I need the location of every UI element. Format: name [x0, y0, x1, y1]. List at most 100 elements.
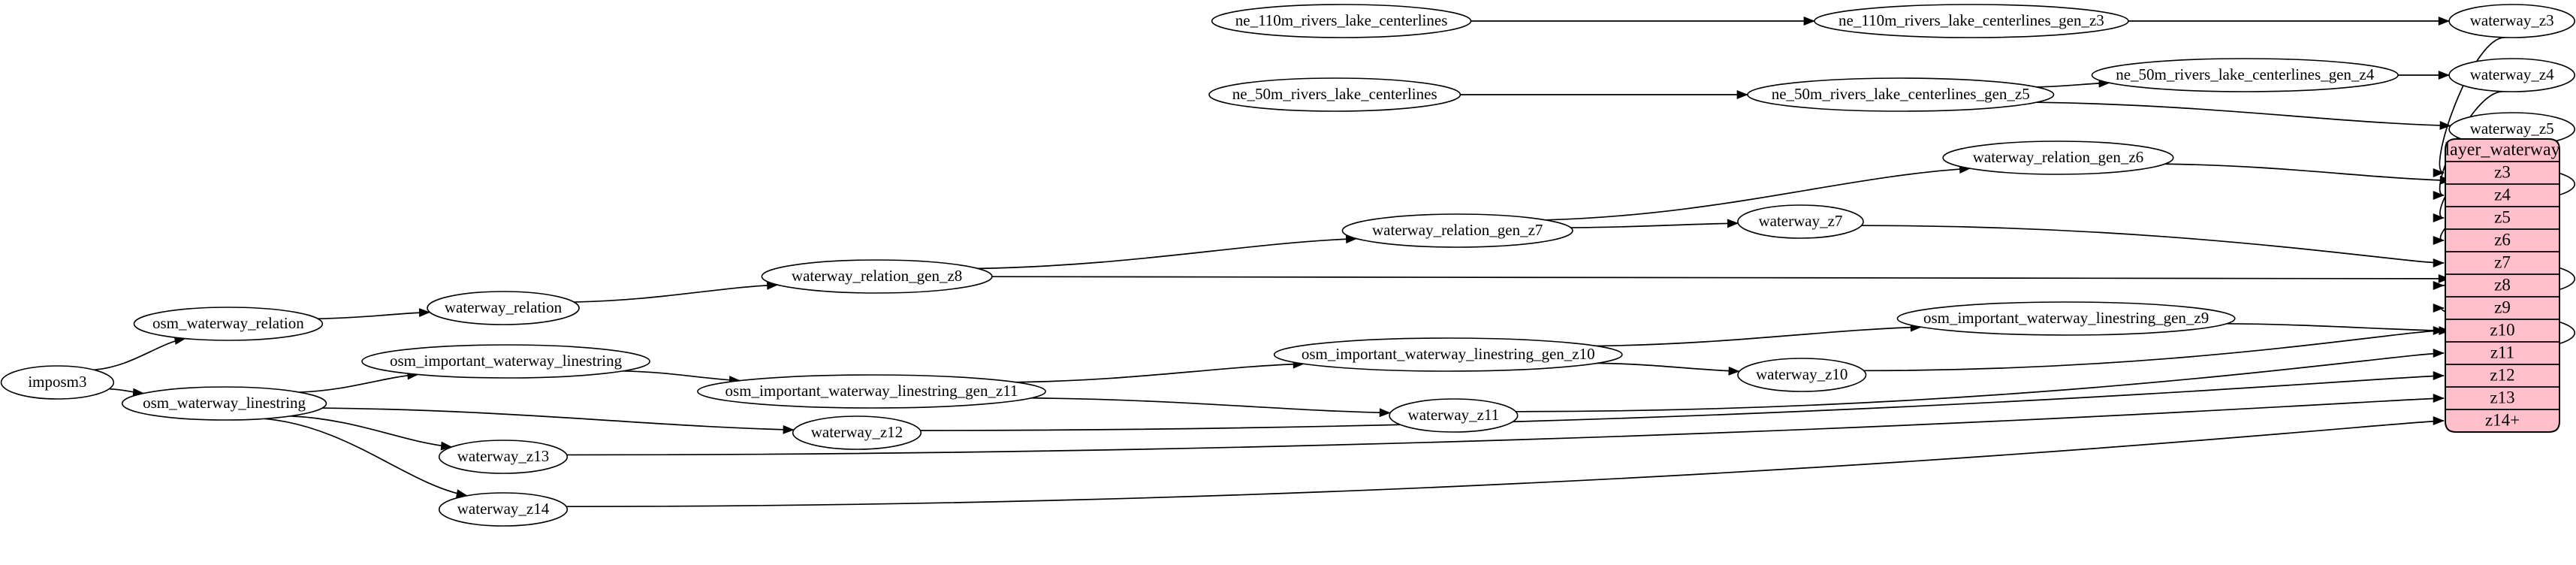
node-ellipse — [1814, 4, 2129, 38]
edge-arrowhead — [1736, 90, 1748, 99]
node-ellipse — [1341, 213, 1573, 248]
node-waterway_z11[interactable]: waterway_z11 — [1389, 398, 1519, 433]
edge-waterway_relation_gen_z8-to-waterway_relation_gen_z7 — [977, 237, 1357, 270]
node-ne_50m_rivers_lake_centerlines[interactable]: ne_50m_rivers_lake_centerlines — [1208, 77, 1461, 112]
node-ellipse — [1211, 4, 1472, 38]
node-label: waterway_z4 — [2470, 65, 2554, 83]
edge-waterway_relation_gen_z7-to-waterway_relation_gen_z6 — [1545, 168, 1971, 221]
node-label: waterway_z7 — [1758, 212, 1842, 230]
node-label: osm_important_waterway_linestring_gen_z9 — [1923, 309, 2209, 327]
node-waterway_z7[interactable]: waterway_z7 — [1737, 204, 1864, 239]
node-waterway_relation[interactable]: waterway_relation — [427, 291, 580, 325]
edge-osm_important_waterway_linestring_gen_z10-to-osm_important_waterway_linestring_gen_z9 — [1596, 326, 1922, 347]
node-label: ne_50m_rivers_lake_centerlines_gen_z4 — [2116, 65, 2375, 83]
node-label: waterway_relation_gen_z8 — [792, 267, 962, 285]
node-imposm3[interactable]: imposm3 — [0, 365, 115, 400]
table-row-z6[interactable]: z6 — [2494, 230, 2511, 249]
node-ne_110m_rivers_lake_centerlines[interactable]: ne_110m_rivers_lake_centerlines — [1211, 4, 1472, 38]
node-ellipse — [1942, 140, 2174, 175]
edge-osm_important_waterway_linestring_gen_z11-to-waterway_z11 — [1030, 397, 1391, 414]
table-row-z14+[interactable]: z14+ — [2485, 410, 2520, 429]
node-waterway_relation_gen_z6[interactable]: waterway_relation_gen_z6 — [1942, 140, 2174, 175]
table-row-z12[interactable]: z12 — [2490, 365, 2514, 384]
node-label: ne_50m_rivers_lake_centerlines_gen_z5 — [1772, 85, 2030, 103]
layer-waterway-table: layer_waterway z3 z4 z5 z6 z7 z8 z9 z10 z11 z12 z13… — [2445, 138, 2560, 433]
node-ellipse — [133, 307, 324, 341]
edge-arrowhead — [783, 425, 795, 434]
edge-arrowhead — [2433, 349, 2445, 358]
edge-arrowhead — [2438, 71, 2450, 80]
edge-arrowhead — [2433, 258, 2445, 267]
node-ellipse — [438, 492, 569, 527]
node-ellipse — [121, 386, 327, 421]
node-osm_waterway_linestring[interactable]: osm_waterway_linestring — [121, 386, 327, 421]
table-row-z4[interactable]: z4 — [2494, 185, 2511, 204]
table-row-z7[interactable]: z7 — [2494, 252, 2511, 271]
node-ellipse — [2448, 58, 2576, 92]
edge-arrowhead — [2433, 371, 2445, 380]
table-row-z9[interactable]: z9 — [2494, 298, 2511, 316]
edge-waterway_relation_gen_z7-to-waterway_z7 — [1570, 222, 1739, 228]
edge-arrowhead — [2433, 416, 2445, 425]
edge-waterway_z13-to-table_z13 — [566, 397, 2445, 456]
node-ellipse — [1747, 77, 2055, 112]
edge-arrowhead — [2433, 236, 2445, 245]
edge-waterway_z11-to-table_z11 — [1516, 352, 2445, 412]
edge-ne_50m_rivers_lake_centerlines_gen_z5-to-ne_50m_rivers_lake_centerlines_gen_z4 — [2036, 82, 2110, 88]
node-ne_50m_rivers_lake_centerlines_gen_z5[interactable]: ne_50m_rivers_lake_centerlines_gen_z5 — [1747, 77, 2055, 112]
node-waterway_z10[interactable]: waterway_z10 — [1737, 358, 1867, 392]
table-row-z8[interactable]: z8 — [2494, 275, 2511, 294]
node-label: osm_important_waterway_linestring — [390, 352, 623, 370]
node-ne_50m_rivers_lake_centerlines_gen_z4[interactable]: ne_50m_rivers_lake_centerlines_gen_z4 — [2091, 58, 2399, 92]
table-title: layer_waterway — [2445, 140, 2559, 160]
node-osm_important_waterway_linestring_gen_z9[interactable]: osm_important_waterway_linestring_gen_z9 — [1896, 301, 2236, 336]
edge-osm_important_waterway_linestring_gen_z9-to-waterway_z9 — [2226, 322, 2450, 332]
node-waterway_z4[interactable]: waterway_z4 — [2448, 58, 2576, 92]
node-ellipse — [697, 374, 1046, 409]
node-osm_important_waterway_linestring[interactable]: osm_important_waterway_linestring — [361, 344, 650, 379]
node-label: waterway_z10 — [1756, 365, 1848, 383]
edge-waterway_relation_gen_z8-to-waterway_z8 — [991, 276, 2450, 279]
edge-waterway_relation-to-waterway_relation_gen_z8 — [574, 284, 778, 303]
table-row-z10[interactable]: z10 — [2490, 320, 2514, 339]
node-label: waterway_z3 — [2470, 11, 2554, 29]
node-ellipse — [1896, 301, 2236, 336]
node-label: osm_important_waterway_linestring_gen_z1… — [725, 382, 1018, 400]
node-osm_important_waterway_linestring_gen_z10[interactable]: osm_important_waterway_linestring_gen_z1… — [1273, 337, 1623, 372]
node-waterway_relation_gen_z8[interactable]: waterway_relation_gen_z8 — [761, 259, 993, 294]
edge-imposm3-to-osm_waterway_relation — [94, 337, 186, 371]
node-ellipse — [427, 291, 580, 325]
table-row-z5[interactable]: z5 — [2494, 207, 2511, 226]
node-ellipse — [761, 259, 993, 294]
node-osm_important_waterway_linestring_gen_z11[interactable]: osm_important_waterway_linestring_gen_z1… — [697, 374, 1046, 409]
edge-arrowhead — [2433, 213, 2445, 222]
node-ellipse — [1737, 358, 1867, 392]
edge-arrowhead — [2438, 273, 2450, 283]
edges-layer — [94, 17, 2505, 508]
node-ellipse — [1389, 398, 1519, 433]
edge-waterway_z14-to-table_z14 — [566, 420, 2445, 508]
edge-osm_waterway_linestring-to-osm_important_waterway_linestring — [299, 373, 418, 393]
table-row-z11[interactable]: z11 — [2490, 343, 2514, 361]
node-waterway_z3[interactable]: waterway_z3 — [2448, 4, 2576, 38]
node-waterway_z13[interactable]: waterway_z13 — [438, 440, 569, 474]
node-label: waterway_z14 — [457, 500, 550, 518]
node-ellipse — [361, 344, 650, 379]
node-osm_waterway_relation[interactable]: osm_waterway_relation — [133, 307, 324, 341]
node-label: waterway_z5 — [2470, 119, 2554, 137]
node-waterway_relation_gen_z7[interactable]: waterway_relation_gen_z7 — [1341, 213, 1573, 248]
node-ne_110m_rivers_lake_centerlines_gen_z3[interactable]: ne_110m_rivers_lake_centerlines_gen_z3 — [1814, 4, 2129, 38]
node-label: ne_110m_rivers_lake_centerlines — [1235, 11, 1448, 29]
table-row-z13[interactable]: z13 — [2490, 388, 2514, 406]
table-row-z3[interactable]: z3 — [2494, 162, 2511, 181]
edge-waterway_z3-to-table_z3 — [2439, 37, 2505, 174]
node-ellipse — [1737, 204, 1864, 239]
edge-osm_important_waterway_linestring-to-osm_important_waterway_linestring_gen_z11 — [623, 370, 741, 382]
node-ellipse — [1208, 77, 1461, 112]
node-ellipse — [0, 365, 115, 400]
node-label: osm_important_waterway_linestring_gen_z1… — [1302, 345, 1595, 363]
node-waterway_z14[interactable]: waterway_z14 — [438, 492, 569, 527]
node-waterway_z12[interactable]: waterway_z12 — [792, 415, 922, 450]
